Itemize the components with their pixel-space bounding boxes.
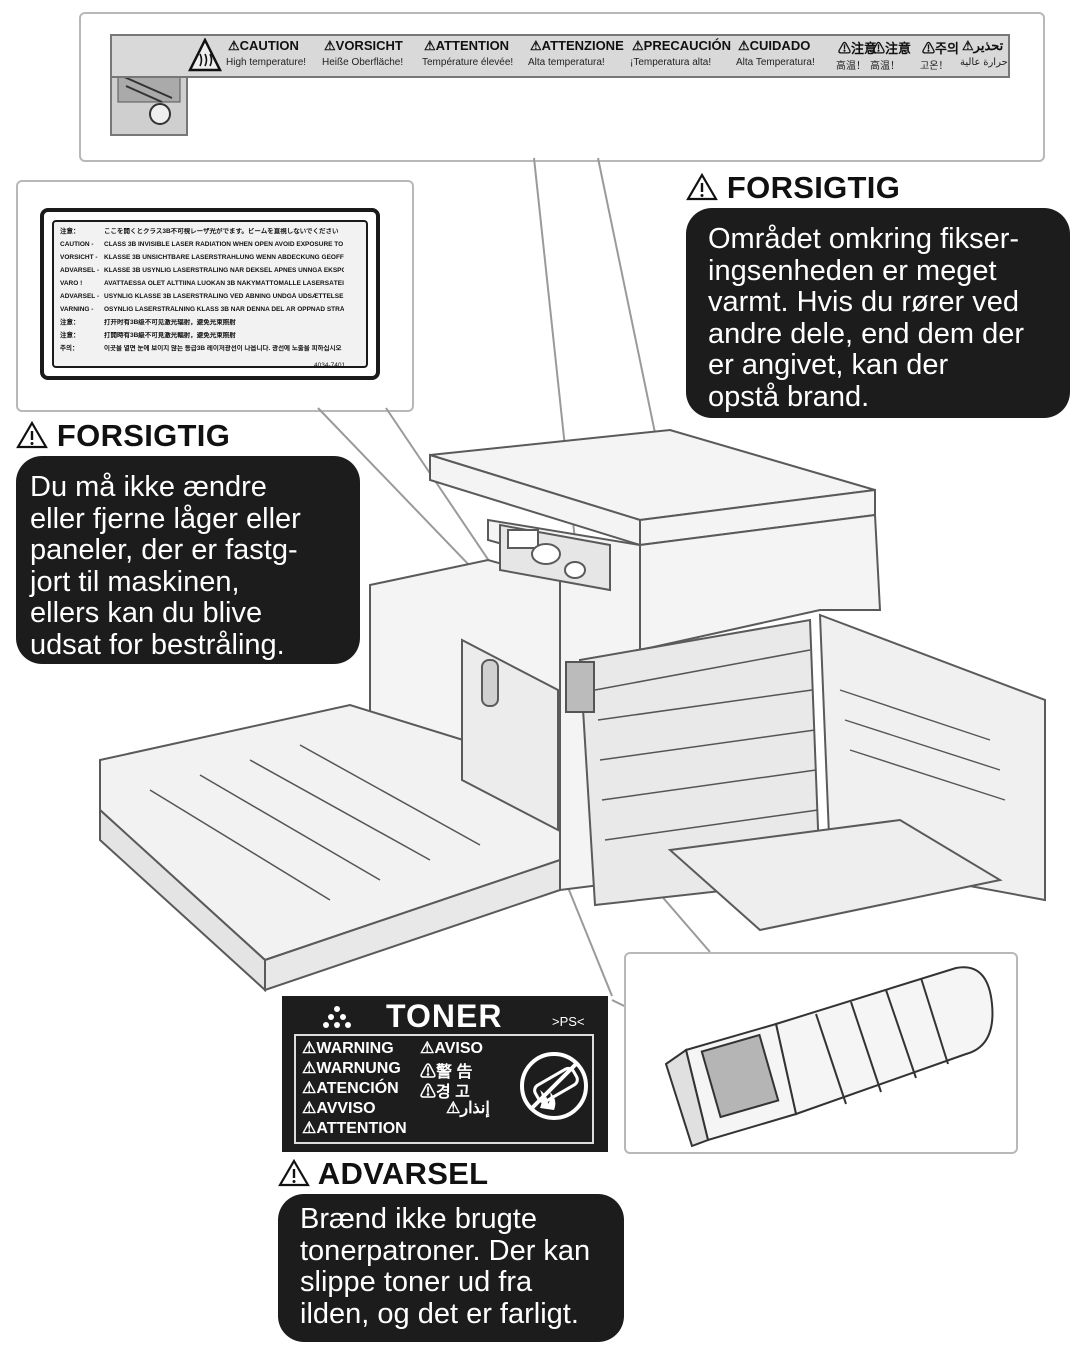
- toner-dots-icon: [322, 1004, 352, 1030]
- warning-text-line: andre dele, end dem der: [708, 319, 1048, 351]
- heat-warning-panel: Området omkring fikser-ingsenheden er me…: [686, 208, 1070, 418]
- heat-warning-heading: FORSIGTIG: [686, 170, 900, 206]
- laser-warning-heading-text: FORSIGTIG: [57, 418, 230, 453]
- warning-text-line: Brænd ikke brugte: [300, 1204, 602, 1236]
- toner-cartridge-illustration: [626, 954, 1012, 1148]
- warning-text-line: tonerpatroner. Der kan: [300, 1236, 602, 1268]
- warning-text-line: slippe toner ud fra: [300, 1267, 602, 1299]
- warning-text-line: ingsenheden er meget: [708, 256, 1048, 288]
- warning-triangle-icon: [16, 421, 48, 449]
- warning-text-line: udsat for bestråling.: [30, 630, 338, 662]
- toner-warning-heading-text: ADVARSEL: [318, 1156, 489, 1191]
- warning-text-line: opstå brand.: [708, 382, 1048, 414]
- toner-warning-item: ⚠إنذار: [446, 1098, 490, 1118]
- toner-warning-item: ⚠ATENCIÓN: [302, 1078, 399, 1098]
- toner-warning-item: ⚠ATTENTION: [302, 1118, 407, 1138]
- warning-text-line: ilden, og det er farligt.: [300, 1299, 602, 1331]
- heat-warning-heading-text: FORSIGTIG: [727, 170, 900, 205]
- toner-warning-item: ⚠WARNUNG: [302, 1058, 401, 1078]
- toner-warning-item: ⚠WARNING: [302, 1038, 394, 1058]
- toner-title: TONER: [386, 998, 502, 1035]
- toner-warning-item: ⚠AVVISO: [302, 1098, 376, 1118]
- warning-text-line: Området omkring fikser-: [708, 224, 1048, 256]
- no-fire-icon: [518, 1050, 590, 1122]
- warning-triangle-icon: [278, 1159, 310, 1187]
- warning-text-line: jort til maskinen,: [30, 567, 338, 599]
- toner-cartridge-callout: [624, 952, 1018, 1154]
- warning-triangle-icon: [686, 173, 718, 201]
- laser-warning-heading: FORSIGTIG: [16, 418, 230, 454]
- warning-text-line: varmt. Hvis du rører ved: [708, 287, 1048, 319]
- warning-text-line: er angivet, kan der: [708, 350, 1048, 382]
- warning-text-line: eller fjerne låger eller: [30, 504, 338, 536]
- warning-text-line: ellers kan du blive: [30, 598, 338, 630]
- toner-warning-box: ⚠WARNING⚠WARNUNG⚠ATENCIÓN⚠AVVISO⚠ATTENTI…: [294, 1034, 594, 1144]
- warning-text-line: Du må ikke ændre: [30, 472, 338, 504]
- toner-warning-item: ⚠AVISO: [420, 1038, 483, 1058]
- toner-label: TONER >PS< ⚠WARNING⚠WARNUNG⚠ATENCIÓN⚠AVV…: [282, 996, 608, 1152]
- toner-ps-mark: >PS<: [552, 1014, 585, 1029]
- warning-text-line: paneler, der er fastg-: [30, 535, 338, 567]
- toner-warning-heading: ADVARSEL: [278, 1156, 488, 1192]
